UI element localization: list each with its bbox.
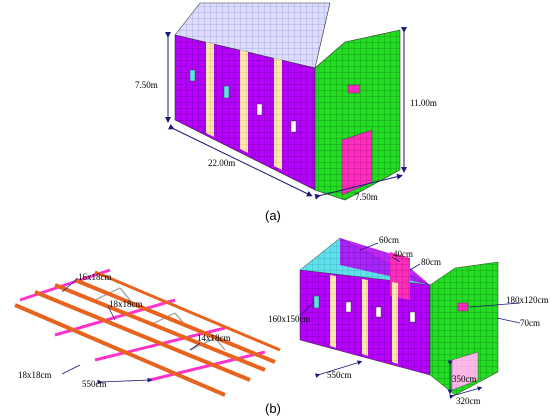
window-a-3 — [256, 103, 263, 116]
dimensions-a — [165, 27, 407, 200]
caption-a: (a) — [265, 208, 281, 223]
pilaster-b-3 — [392, 282, 398, 364]
long-beam-1 — [14, 303, 226, 397]
building-b — [299, 237, 499, 396]
label-160x150: 160x150cm — [268, 314, 311, 324]
roof-frame-b — [14, 268, 281, 397]
label-beam-14x18: 14x18cm — [197, 333, 231, 343]
window-b-2 — [345, 301, 352, 313]
gable-wall-b — [429, 261, 499, 396]
label-180x120: 180x120cm — [506, 295, 549, 305]
gable-window-a — [347, 84, 361, 94]
building-leaders — [299, 242, 521, 399]
label-beam-18x18-a: 18x18cm — [109, 299, 143, 309]
window-b-4 — [409, 311, 416, 323]
label-40cm: 40cm — [393, 249, 413, 259]
long-beam-4 — [74, 278, 276, 364]
pilaster-a-2 — [240, 50, 248, 153]
pilaster-b-1 — [330, 275, 336, 348]
caption-b: (b) — [265, 401, 281, 416]
gable-opening-b — [457, 302, 469, 312]
label-550cm-b: 550cm — [327, 370, 352, 380]
cross-beam-1 — [19, 268, 111, 302]
window-a-4 — [290, 120, 297, 133]
window-a-1 — [189, 69, 196, 82]
label-80cm: 80cm — [421, 257, 441, 267]
label-beam-18x18-b: 18x18cm — [18, 370, 52, 380]
panel-a-model — [174, 2, 401, 201]
window-b-3 — [375, 306, 382, 318]
dim-width: 7.50m — [355, 192, 378, 202]
dim-length: 22.00m — [208, 158, 235, 168]
label-beam-16x18: 16x18cm — [78, 272, 112, 282]
label-350cm: 350cm — [452, 374, 477, 384]
long-beam-5 — [94, 270, 281, 352]
long-beam-3 — [54, 283, 266, 372]
window-a-2 — [223, 85, 230, 99]
label-spacing-550: 550cm — [82, 379, 107, 389]
label-60cm: 60cm — [379, 235, 399, 245]
cross-beam-4 — [149, 350, 266, 382]
window-b-1 — [313, 295, 320, 309]
pilaster-a-1 — [206, 42, 214, 137]
long-beam-2 — [34, 290, 251, 382]
pilaster-a-3 — [274, 58, 282, 170]
label-320cm: 320cm — [456, 396, 481, 406]
pilaster-b-2 — [362, 279, 368, 356]
roof-leaders — [61, 277, 201, 385]
label-70cm: 70cm — [520, 318, 540, 328]
dim-height-left: 7.50m — [135, 80, 158, 90]
dim-gable-height: 11.00m — [410, 98, 437, 108]
